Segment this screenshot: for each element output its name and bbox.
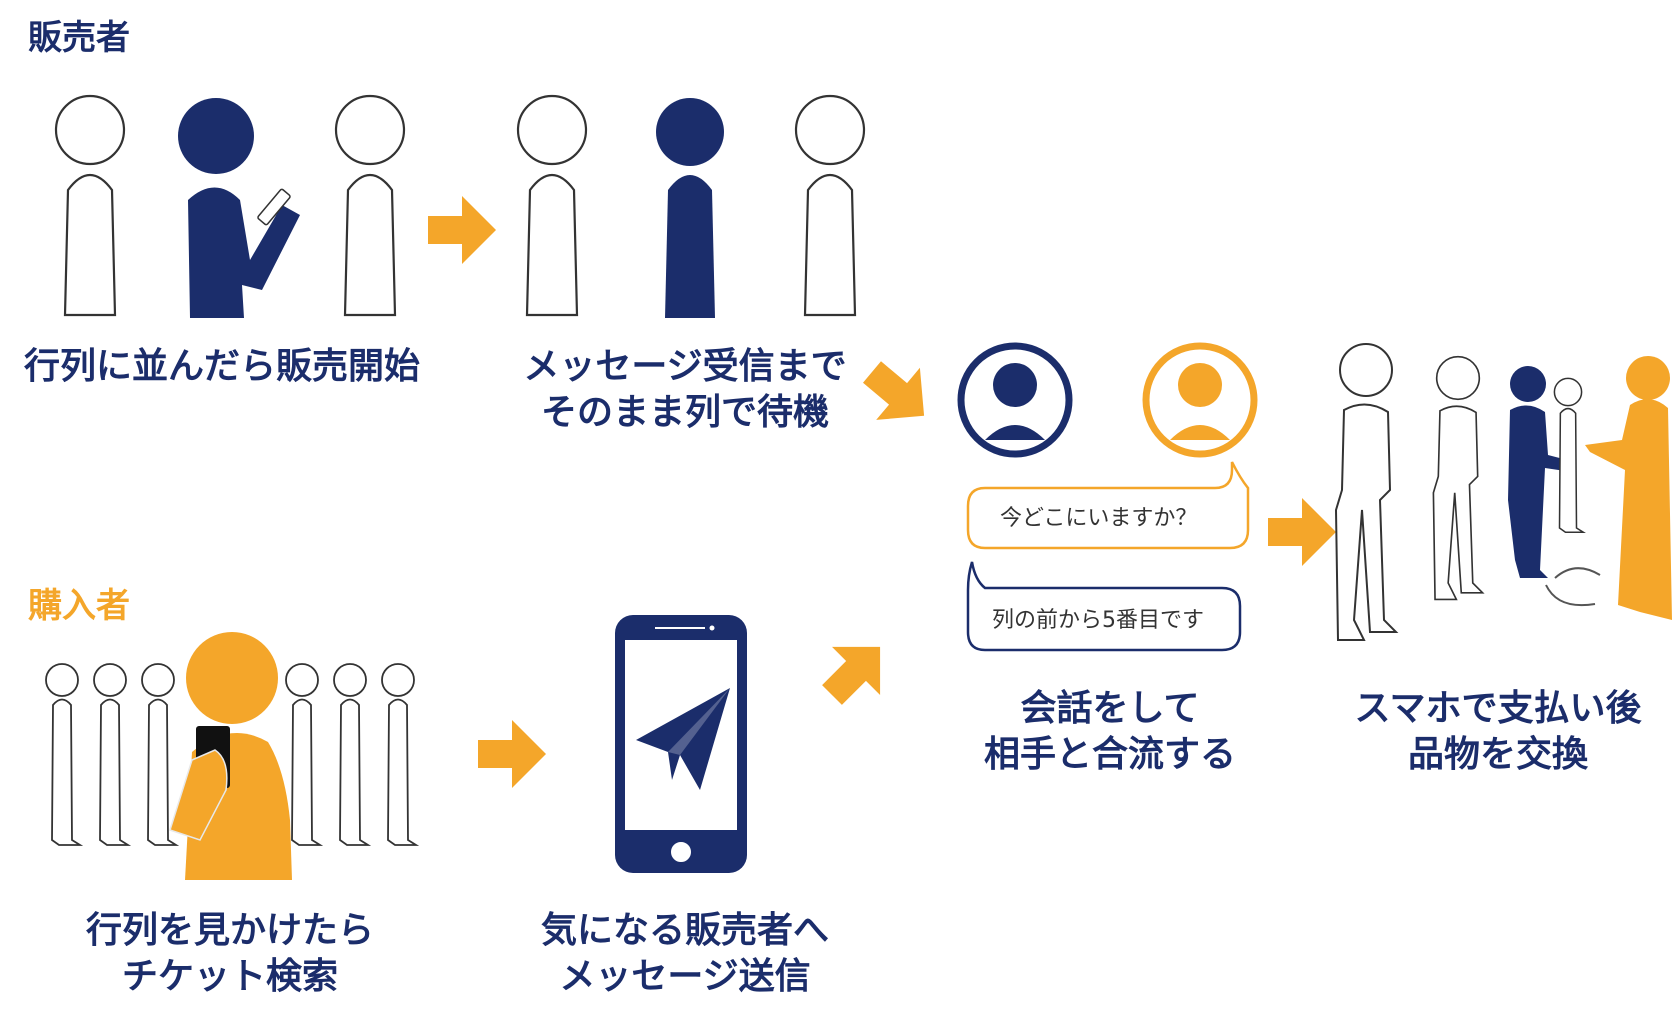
person-outline-icon [516, 94, 588, 317]
small-person-icon [45, 663, 81, 846]
arrow-right-icon [1268, 498, 1336, 566]
buyer-exchange-icon [1585, 356, 1672, 620]
buyer-step2-label: 気になる販売者へ メッセージ送信 [520, 908, 850, 1000]
seller-with-phone-icon [178, 98, 300, 318]
phone-send-icon [615, 615, 747, 873]
exchange-arrow-icon [1554, 567, 1601, 579]
arrow-right-icon [428, 196, 496, 264]
small-person-icon [1553, 377, 1585, 534]
chat-answer-text: 列の前から5番目です [992, 608, 1204, 633]
small-person-icon [93, 663, 129, 846]
meet-label: 会話をして 相手と合流する [960, 686, 1260, 778]
chat-bubble-buyer: 今どこにいますか？ [966, 461, 1250, 550]
exchange-label: スマホで支払い後 品物を交換 [1338, 686, 1658, 778]
small-person-icon [141, 663, 177, 846]
seller-exchange-icon [1508, 366, 1575, 578]
seller-waiting-icon [656, 98, 724, 318]
small-person-icon [285, 663, 321, 846]
person-outline-icon [54, 94, 126, 317]
seller-step2-line1: メッセージ受信まで [523, 346, 847, 387]
buyer-step1-label: 行列を見かけたら チケット検索 [60, 908, 400, 1000]
buyer-role-label: 購入者 [28, 586, 130, 626]
meet-line1: 会話をして [1020, 688, 1200, 729]
buyer-step1-line2: チケット検索 [121, 956, 338, 997]
person-outline-icon [334, 94, 406, 317]
exchange-line2: 品物を交換 [1407, 734, 1588, 775]
chat-question-text: 今どこにいますか？ [1000, 506, 1197, 531]
exchange-arrow-icon [1545, 584, 1596, 607]
seller-step2-line2: そのまま列で待機 [540, 392, 829, 433]
seller-step2-label: メッセージ受信まで そのまま列で待機 [500, 344, 870, 436]
seller-step1-label: 行列に並んだら販売開始 [24, 346, 421, 387]
buyer-with-phone-icon [169, 632, 292, 880]
seller-avatar-icon [957, 342, 1073, 458]
small-person-icon [381, 663, 417, 846]
arrow-up-right-icon [807, 622, 905, 720]
small-person-icon [333, 663, 369, 846]
chat-bubble-seller: 列の前から5番目です [966, 561, 1242, 652]
exchange-line1: スマホで支払い後 [1354, 688, 1642, 729]
seller-role-label: 販売者 [28, 18, 130, 58]
meet-line2: 相手と合流する [983, 734, 1236, 775]
arrow-right-icon [478, 720, 546, 788]
person-outline-icon [794, 94, 866, 317]
buyer-avatar-icon [1142, 342, 1258, 458]
buyer-step2-line1: 気になる販売者へ [540, 910, 829, 951]
buyer-step2-line2: メッセージ送信 [559, 956, 811, 997]
walking-person-icon [1432, 355, 1484, 601]
walking-person-icon [1335, 343, 1397, 641]
buyer-step1-line1: 行列を見かけたら [85, 910, 374, 951]
